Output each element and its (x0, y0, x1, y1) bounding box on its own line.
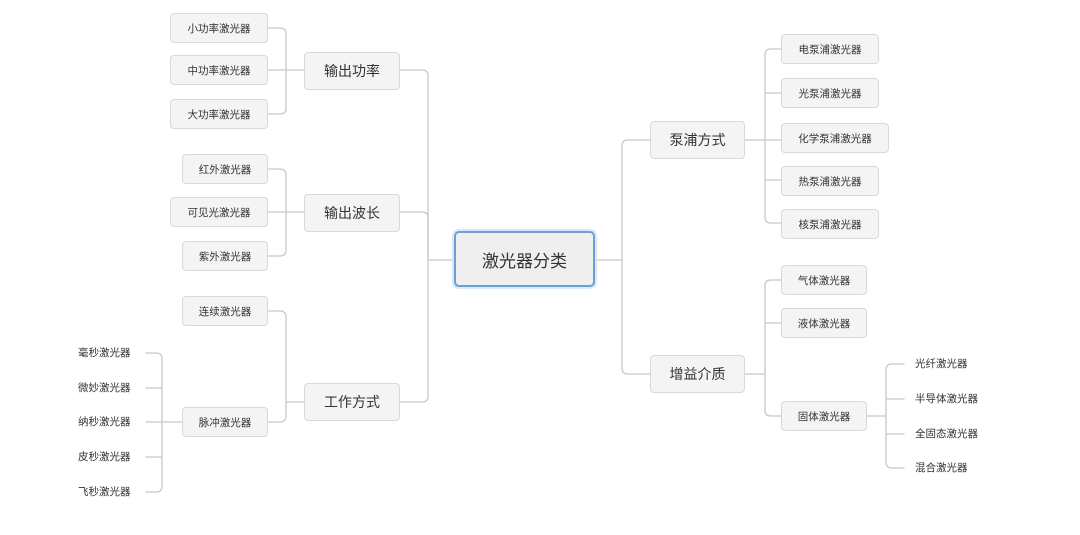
infrared-laser-node[interactable]: 红外激光器 (182, 154, 268, 184)
continuous-laser-node[interactable]: 连续激光器 (182, 296, 268, 326)
liquid-laser-node[interactable]: 液体激光器 (781, 308, 867, 338)
connector-pump (744, 48, 782, 224)
visible-laser-node[interactable]: 可见光激光器 (170, 197, 268, 227)
high-power-laser-node[interactable]: 大功率激光器 (170, 99, 268, 129)
all-solid-state-laser-leaf[interactable]: 全固态激光器 (915, 428, 978, 440)
connector-root-gain (621, 259, 651, 375)
connector-root-left (399, 69, 455, 261)
pulse-laser-node[interactable]: 脉冲激光器 (182, 407, 268, 437)
small-power-laser-node[interactable]: 小功率激光器 (170, 13, 268, 43)
chemical-pump-laser-node[interactable]: 化学泵浦激光器 (781, 123, 889, 153)
microsecond-laser-leaf[interactable]: 微妙激光器 (78, 382, 131, 394)
millisecond-laser-leaf[interactable]: 毫秒激光器 (78, 347, 131, 359)
electric-pump-laser-node[interactable]: 电泵浦激光器 (781, 34, 879, 64)
solid-laser-node[interactable]: 固体激光器 (781, 401, 867, 431)
connector-root-wavelength (399, 211, 429, 261)
connector-root-right (594, 139, 651, 261)
ultraviolet-laser-node[interactable]: 紫外激光器 (182, 241, 268, 271)
connector-solid (866, 363, 905, 469)
thermal-pump-laser-node[interactable]: 热泵浦激光器 (781, 166, 879, 196)
hybrid-laser-leaf[interactable]: 混合激光器 (915, 462, 968, 474)
gain-medium-node[interactable]: 增益介质 (650, 355, 745, 393)
femtosecond-laser-leaf[interactable]: 飞秒激光器 (78, 486, 131, 498)
work-mode-node[interactable]: 工作方式 (304, 383, 400, 421)
connector-root-workmode (399, 259, 429, 403)
root-node[interactable]: 激光器分类 (454, 231, 595, 287)
nanosecond-laser-leaf[interactable]: 纳秒激光器 (78, 416, 131, 428)
connector-workmode (267, 310, 305, 423)
fiber-laser-leaf[interactable]: 光纤激光器 (915, 358, 968, 370)
nuclear-pump-laser-node[interactable]: 核泵浦激光器 (781, 209, 879, 239)
optical-pump-laser-node[interactable]: 光泵浦激光器 (781, 78, 879, 108)
connector-power (267, 27, 305, 115)
connector-gain (744, 279, 782, 417)
output-power-node[interactable]: 输出功率 (304, 52, 400, 90)
connector-pulse (145, 352, 183, 493)
medium-power-laser-node[interactable]: 中功率激光器 (170, 55, 268, 85)
connector-wavelength (267, 168, 305, 257)
picosecond-laser-leaf[interactable]: 皮秒激光器 (78, 451, 131, 463)
pump-method-node[interactable]: 泵浦方式 (650, 121, 745, 159)
gas-laser-node[interactable]: 气体激光器 (781, 265, 867, 295)
output-wavelength-node[interactable]: 输出波长 (304, 194, 400, 232)
semiconductor-laser-leaf[interactable]: 半导体激光器 (915, 393, 978, 405)
